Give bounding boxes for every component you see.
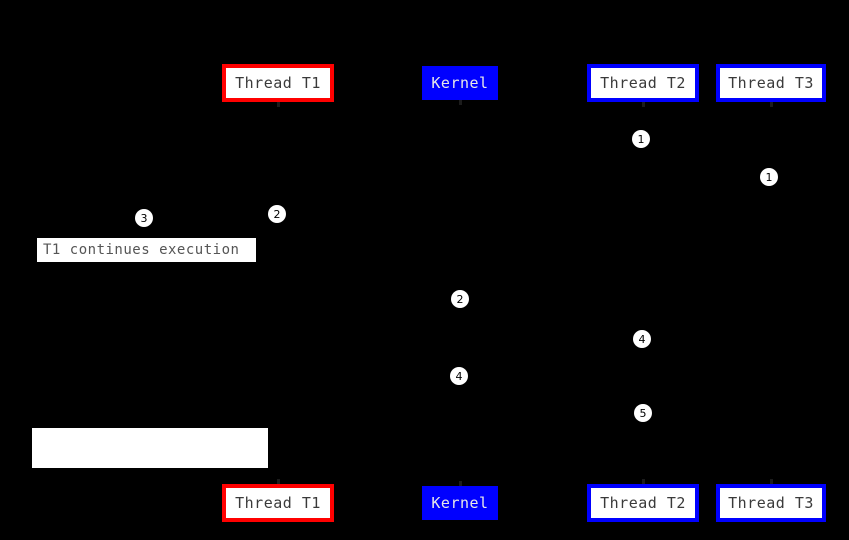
lifeline-stub-t2-top: [642, 102, 645, 107]
step-marker-step-kernel-2: 2: [451, 290, 469, 308]
step-marker-step-t2-1: 1: [632, 130, 650, 148]
blank-region-blank-note-area: [32, 428, 268, 468]
step-marker-step-t1-3: 3: [135, 209, 153, 227]
lifeline-stub-kernel-bottom: [459, 481, 462, 486]
note-note-t1-continues: T1 continues execution: [36, 237, 257, 263]
lifeline-stub-t2-bottom: [642, 479, 645, 484]
participant-label: Kernel: [431, 493, 489, 512]
participant-kernel-participants_top[interactable]: Kernel: [422, 66, 498, 100]
participant-thread-t3-participants_top[interactable]: Thread T3: [716, 64, 826, 102]
step-marker-step-t1-2: 2: [268, 205, 286, 223]
participant-thread-t1-participants_top[interactable]: Thread T1: [222, 64, 334, 102]
step-marker-step-t2-4: 4: [633, 330, 651, 348]
participant-thread-t2-participants_bottom[interactable]: Thread T2: [587, 484, 699, 522]
lifeline-stub-t1-top: [277, 102, 280, 107]
lifeline-stub-kernel-top: [459, 100, 462, 105]
step-marker-step-t3-1: 1: [760, 168, 778, 186]
lifeline-stub-t1-bottom: [277, 479, 280, 484]
step-marker-step-t2-5: 5: [634, 404, 652, 422]
participant-thread-t3-participants_bottom[interactable]: Thread T3: [716, 484, 826, 522]
step-marker-step-kernel-4: 4: [450, 367, 468, 385]
participant-kernel-participants_bottom[interactable]: Kernel: [422, 486, 498, 520]
lifeline-stub-t3-top: [770, 102, 773, 107]
participant-thread-t1-participants_bottom[interactable]: Thread T1: [222, 484, 334, 522]
participant-label: Thread T1: [235, 493, 321, 512]
participant-label: Kernel: [431, 73, 489, 92]
participant-label: Thread T2: [600, 73, 686, 92]
participant-label: Thread T1: [235, 73, 321, 92]
participant-label: Thread T3: [728, 73, 814, 92]
note-text: T1 continues execution: [43, 242, 240, 258]
lifeline-stub-t3-bottom: [770, 479, 773, 484]
participant-label: Thread T3: [728, 493, 814, 512]
participant-thread-t2-participants_top[interactable]: Thread T2: [587, 64, 699, 102]
participant-label: Thread T2: [600, 493, 686, 512]
